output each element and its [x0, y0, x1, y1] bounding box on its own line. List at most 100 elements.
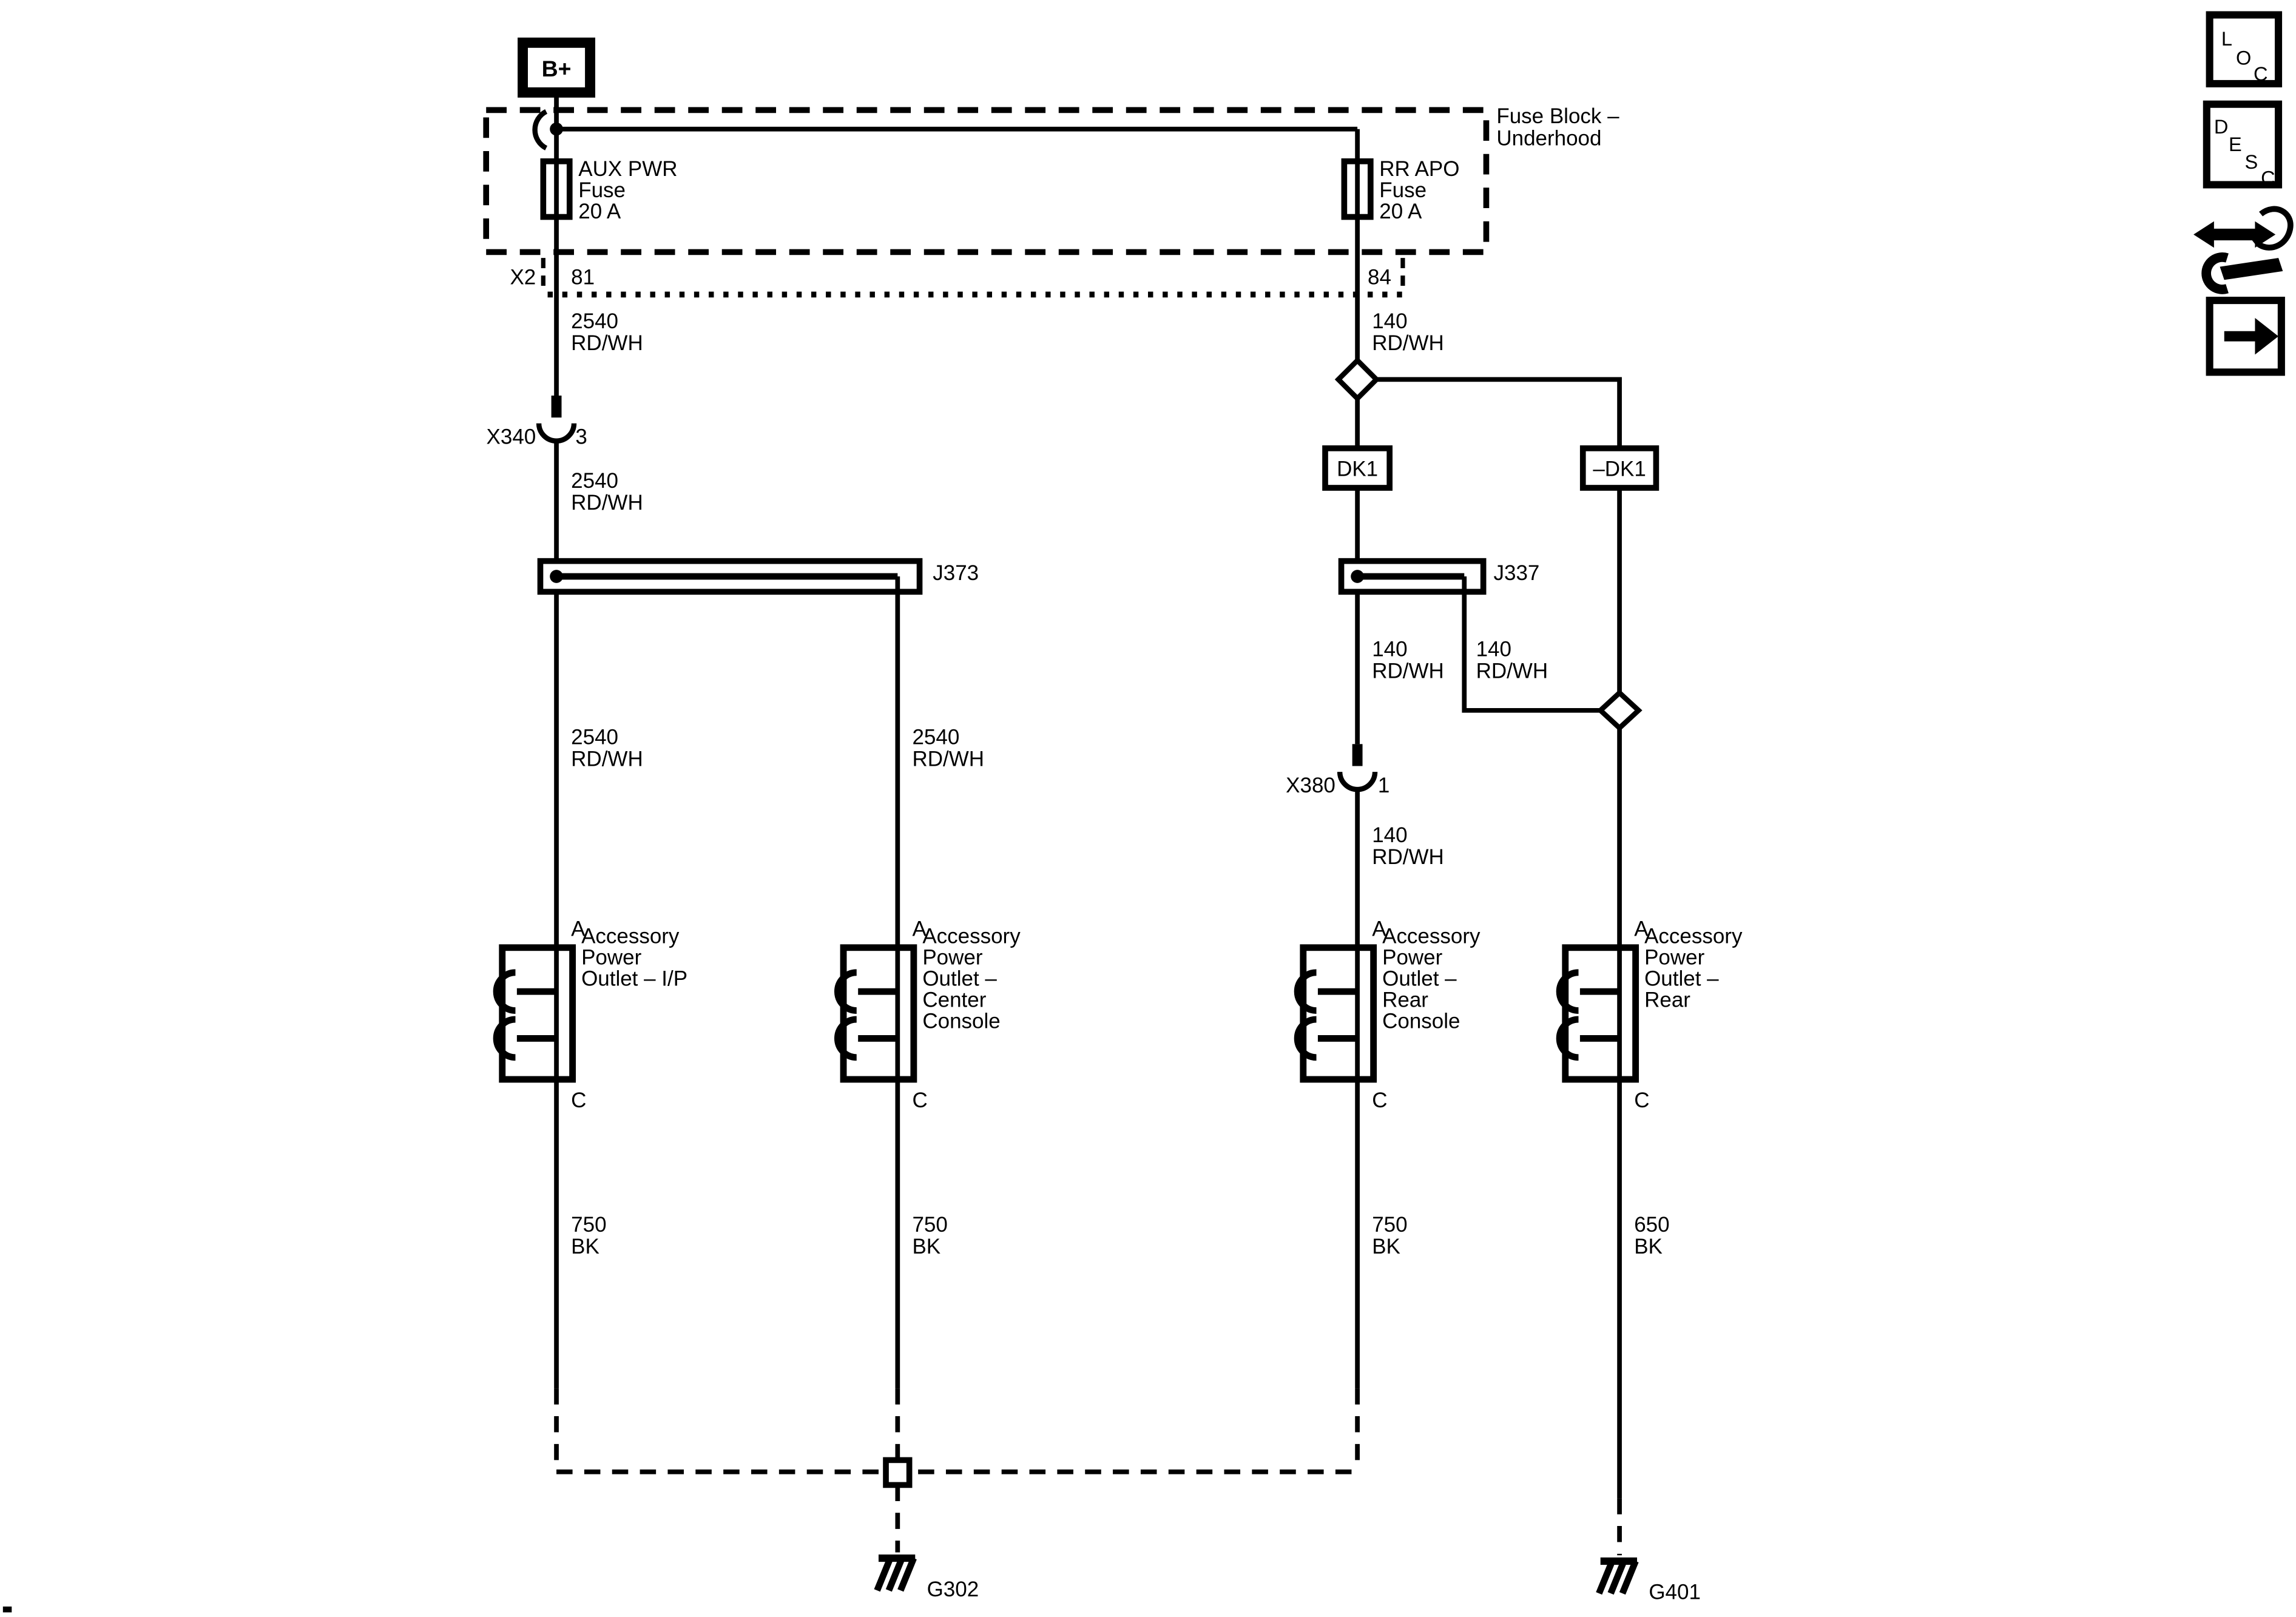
- wire-color: RD/WH: [1372, 660, 1444, 683]
- ground-prong-icon: [1607, 1559, 1627, 1595]
- loc-letter: L: [2221, 28, 2232, 50]
- outlet-name-line: Power: [1382, 946, 1443, 970]
- outlet-box: [840, 944, 917, 1083]
- option-split-diamond-1: [1334, 357, 1380, 402]
- j337-splice: J337: [1338, 558, 1539, 595]
- pin-c-label: C: [571, 1089, 586, 1112]
- stray-mark: [2, 1606, 12, 1613]
- j373-label: J373: [933, 561, 979, 585]
- wire-label-750-w3: 750 BK: [1372, 1213, 1407, 1258]
- wire-size: 2540: [571, 469, 618, 493]
- desc-letter: S: [2245, 151, 2258, 173]
- next-page-button[interactable]: [2206, 297, 2285, 376]
- outlet-name: Accessory Power Outlet – Rear Console: [1382, 925, 1481, 1033]
- ground-prong-icon: [1596, 1559, 1616, 1595]
- wrench-handle-icon: [2220, 258, 2283, 280]
- wire-color: RD/WH: [912, 748, 984, 771]
- aux-fuse-name: AUX PWR: [578, 157, 677, 181]
- wire-color: BK: [1634, 1235, 1663, 1258]
- outlet-name-line: Power: [581, 946, 642, 970]
- pin-a-label: A: [912, 917, 927, 940]
- outlet-name-line: Accessory: [1644, 925, 1743, 948]
- ground-prong-icon: [897, 1557, 917, 1592]
- j337-box: [1338, 558, 1487, 595]
- outlet-name-line: Rear: [1644, 988, 1690, 1011]
- wire-color: BK: [912, 1235, 940, 1258]
- battery-feed-symbol: B+: [518, 37, 595, 98]
- wire-label-2540-mid: 2540 RD/WH: [571, 469, 643, 515]
- wire-size: 140: [1372, 638, 1407, 661]
- minus-dk1-box: [1579, 445, 1660, 491]
- outlet-box: [499, 944, 576, 1083]
- ground-prong-icon: [885, 1557, 905, 1592]
- wire-size: 140: [1372, 823, 1407, 847]
- dk1-box: [1322, 445, 1393, 491]
- outlet-name-line: Accessory: [581, 925, 680, 948]
- wire-size: 140: [1372, 309, 1407, 333]
- desc-letter: C: [2261, 167, 2275, 189]
- minus-dk1-label: –DK1: [1593, 457, 1646, 481]
- wire-label-2540-w2: 2540 RD/WH: [912, 725, 984, 771]
- x340-connector: X340 3: [487, 395, 587, 449]
- pin-84-label: 84: [1368, 266, 1391, 289]
- wire-label-140-right-leg: 140 RD/WH: [1476, 638, 1548, 683]
- outlet-contact-lower: [834, 1016, 857, 1061]
- outlet-name-line: Center: [922, 988, 986, 1011]
- right-arrow-icon: [2224, 318, 2279, 355]
- wire-label-2540-upper: 2540 RD/WH: [571, 309, 643, 355]
- pin-c-label: C: [1372, 1089, 1387, 1112]
- x380-connector: X380 1: [1286, 744, 1389, 797]
- wire-label-140-lower: 140 RD/WH: [1372, 823, 1444, 869]
- outlet-rear: A C Accessory Power Outlet – Rear: [1556, 917, 1743, 1112]
- outlet-name: Accessory Power Outlet – Center Console: [922, 925, 1021, 1033]
- x380-socket-icon: [1337, 771, 1378, 792]
- aux-fuse-rating: 20 A: [578, 200, 621, 223]
- loc-letter: O: [2236, 47, 2251, 69]
- outlet-rear-console: A C Accessory Power Outlet – Rear Consol…: [1294, 917, 1481, 1112]
- loc-box: [2206, 11, 2283, 87]
- desc-letter: D: [2214, 116, 2229, 138]
- wire-label-140-left-leg: 140 RD/WH: [1372, 638, 1444, 683]
- pin-c-label: C: [912, 1089, 927, 1112]
- outlet-name-line: Outlet –: [1644, 967, 1719, 991]
- x380-pin-icon: [1352, 744, 1363, 766]
- pin-a-label: A: [571, 917, 586, 940]
- wire-size: 2540: [571, 309, 618, 333]
- battery-label: B+: [542, 56, 572, 81]
- outlet-contact-lower: [1556, 1016, 1579, 1061]
- x340-label: X340: [487, 425, 536, 449]
- wire-color: RD/WH: [571, 491, 643, 515]
- x340-socket-icon: [536, 423, 577, 444]
- loc-button[interactable]: L O C: [2206, 11, 2283, 87]
- outlet-contact-lower: [493, 1016, 516, 1061]
- outlet-contact-upper: [1556, 969, 1579, 1014]
- pin-c-label: C: [1634, 1089, 1649, 1112]
- outlet-name-line: Power: [1644, 946, 1705, 970]
- aux-pwr-fuse-symbol: [540, 158, 573, 220]
- outlet-ip: A C Accessory Power Outlet – I/P: [493, 917, 687, 1112]
- outlet-name-line: Console: [922, 1009, 1000, 1033]
- wire-size: 750: [571, 1213, 606, 1237]
- j337-branch: [1462, 576, 1602, 713]
- outlet-name-line: Console: [1382, 1009, 1460, 1033]
- outlet-center-console: A C Accessory Power Outlet – Center Cons…: [834, 917, 1021, 1112]
- wire-size: 2540: [571, 725, 618, 749]
- outlet-contact-upper: [834, 969, 857, 1014]
- terminal-outline-icon: [2251, 206, 2294, 251]
- pin-81-label: 81: [571, 266, 595, 289]
- outlet-name-line: Power: [922, 946, 983, 970]
- wire-color: RD/WH: [571, 331, 643, 355]
- desc-button[interactable]: D E S C: [2203, 100, 2283, 189]
- x380-label: X380: [1286, 774, 1335, 797]
- g302-label: G302: [927, 1578, 979, 1601]
- loc-letter: C: [2254, 63, 2268, 85]
- branch-to-minus-dk1: [1376, 377, 1622, 448]
- desc-box: [2203, 100, 2283, 189]
- outlet-name-line: Outlet –: [1382, 967, 1457, 991]
- harness-repair-button[interactable]: [2193, 206, 2294, 294]
- fuse-block-underhood: Fuse Block – Underhood: [483, 104, 1619, 255]
- option-dk1: DK1: [1322, 445, 1393, 491]
- ground-prong-icon: [874, 1557, 894, 1592]
- x2-connector-row: X2 81 84: [510, 258, 1405, 298]
- option-merge-diamond-2: [1596, 689, 1643, 732]
